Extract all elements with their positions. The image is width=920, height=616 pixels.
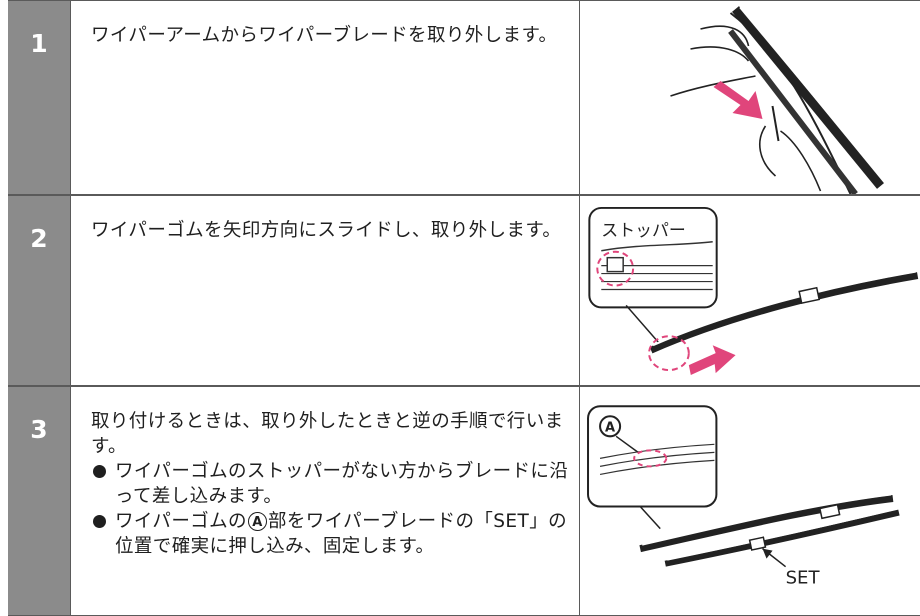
step-number-2: 2 — [8, 196, 70, 385]
step-row-1: 1 ワイパーアームからワイパーブレードを取り外します。 — [8, 0, 920, 195]
wiper-arm-removal-illustration — [670, 6, 887, 194]
step-3-bullets: ワイパーゴムのストッパーがない方からブレードに沿って差し込みます。 ワイパーゴム… — [91, 459, 571, 559]
step-1-illustration — [580, 1, 920, 194]
step-3-illustration: A SET — [580, 387, 920, 615]
step-text-cell-2: ワイパーゴムを矢印方向にスライドし、取り外します。 — [70, 196, 580, 385]
step-3-intro: 取り付けるときは、取り外したときと逆の手順で行います。 — [91, 411, 564, 457]
bullet-dot-icon — [93, 465, 106, 478]
step-2-text: ワイパーゴムを矢印方向にスライドし、取り外します。 — [91, 220, 562, 241]
wiper-rubber-install-illustration: A SET — [587, 405, 900, 589]
wiper-rubber-slide-illustration: ストッパー — [588, 206, 919, 376]
step-number-1: 1 — [8, 1, 70, 194]
step-text-cell-1: ワイパーアームからワイパーブレードを取り外します。 — [70, 1, 580, 194]
step-1-text: ワイパーアームからワイパーブレードを取り外します。 — [91, 25, 558, 46]
stopper-label: ストッパー — [601, 220, 686, 240]
step-text-cell-3: 取り付けるときは、取り外したときと逆の手順で行います。 ワイパーゴムのストッパー… — [70, 387, 580, 615]
circled-a-marker: A — [247, 512, 267, 531]
step-row-2: 2 ワイパーゴムを矢印方向にスライドし、取り外します。 ストッパー — [8, 195, 920, 386]
set-label: SET — [786, 568, 821, 589]
step-number-3: 3 — [8, 387, 70, 615]
bullet-dot-icon — [93, 515, 106, 528]
step-3-bullet-1: ワイパーゴムのストッパーがない方からブレードに沿って差し込みます。 — [91, 459, 571, 509]
figure-marker-a: A — [605, 420, 616, 435]
step-row-3: 3 取り付けるときは、取り外したときと逆の手順で行います。 ワイパーゴムのストッ… — [8, 386, 920, 616]
step-2-illustration: ストッパー — [580, 196, 920, 385]
